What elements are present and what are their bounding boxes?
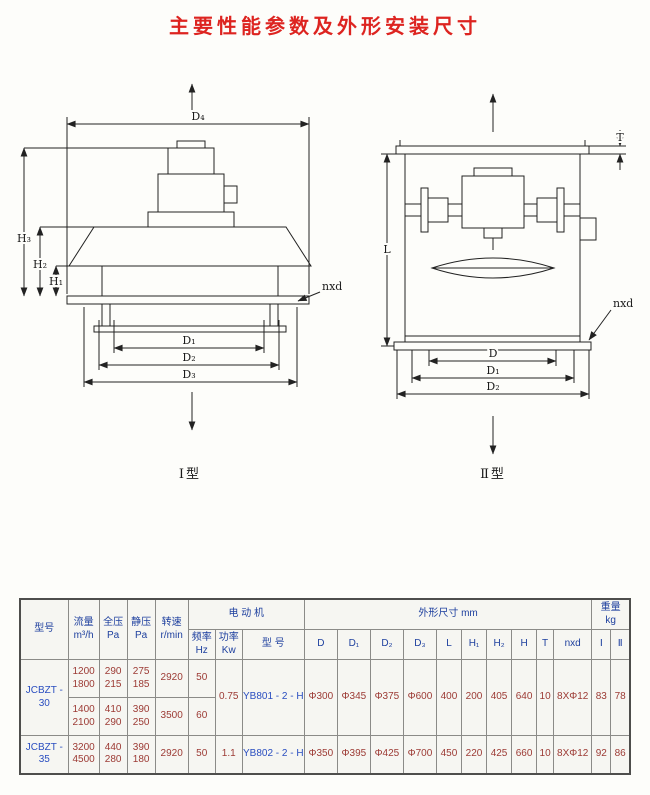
cell-d3: Φ700: [402, 735, 437, 774]
col-header-h1: H₁: [460, 629, 488, 660]
cell-h: 660: [511, 735, 538, 774]
dim-label-d1: D₁: [182, 334, 195, 347]
col-header-flow: 流量 m³/h: [67, 598, 100, 660]
cell-t: 10: [536, 659, 555, 736]
col-header-h: H: [511, 629, 538, 660]
cell-weight-2: 86: [610, 735, 631, 774]
col-header-d3: D₃: [402, 629, 437, 660]
cell-weight-2: 78: [610, 659, 631, 736]
cell-motor-model: YB801 - 2 - H: [241, 659, 305, 736]
figure-type2-drawing: T L D D₁ D₂ nxd Ⅱ型: [381, 93, 635, 482]
table-row-jcbzt30-a: JCBZT - 30 1200 1800 290 215 275 185 292…: [19, 659, 631, 736]
cell-power: 0.75: [214, 659, 243, 736]
cell-speed: 2920: [154, 735, 189, 774]
table-header-row: 频率 Hz 功率 Kw 型 号 D D₁ D₂ D₃ L H₁ H₂ H T n…: [20, 629, 631, 660]
cell-d3: Φ600: [402, 659, 437, 736]
cell-frequency: 50: [187, 659, 216, 698]
dim-label-d: D: [489, 347, 498, 360]
dim-label-d4: D₄: [191, 110, 205, 123]
col-header-d2: D₂: [369, 629, 404, 660]
col-group-motor: 电 动 机: [187, 598, 305, 630]
cell-static-pressure: 390 250: [126, 697, 156, 736]
cell-d1: Φ345: [336, 659, 371, 736]
cell-nxd: 8XΦ12: [553, 659, 593, 736]
cell-weight-1: 92: [591, 735, 612, 774]
col-header-frequency: 频率 Hz: [187, 629, 216, 660]
cell-total-pressure: 440 280: [98, 735, 128, 774]
cell-frequency: 50: [187, 735, 216, 774]
dim-label-h3: H₃: [17, 232, 31, 245]
cell-flow: 1400 2100: [67, 697, 100, 736]
cell-total-pressure: 410 290: [98, 697, 128, 736]
dim-label-d2: D₂: [486, 380, 499, 393]
cell-d: Φ300: [303, 659, 338, 736]
cell-static-pressure: 390 180: [126, 735, 156, 774]
figure-type1-drawing: D₄ H₃ H₂ H₁ D₁ D₂ D₃ nxd Ⅰ型: [15, 83, 344, 482]
col-group-weight: 重量 kg: [591, 598, 631, 630]
spec-table-wrapper: 型号 流量 m³/h 全压 Pa 静压 Pa 转速 r/min 电 动 机 外形…: [19, 598, 631, 775]
dim-label-l: L: [383, 243, 391, 256]
col-header-motor-model: 型 号: [241, 629, 305, 660]
cell-d2: Φ375: [369, 659, 404, 736]
col-group-dimensions: 外形尺寸 mm: [303, 598, 593, 630]
cell-total-pressure: 290 215: [98, 659, 128, 698]
cell-h2: 405: [486, 659, 513, 736]
cell-flow: 3200 4500: [67, 735, 100, 774]
page-title: 主要性能参数及外形安装尺寸: [169, 16, 481, 38]
figure2-caption: Ⅱ型: [480, 467, 506, 482]
cell-d1: Φ395: [336, 735, 371, 774]
cell-h1: 200: [460, 659, 488, 736]
dim-label-d2: D₂: [182, 351, 195, 364]
cell-flow: 1200 1800: [67, 659, 100, 698]
dim-label-h2: H₂: [33, 258, 47, 271]
cell-l: 450: [435, 735, 462, 774]
cell-t: 10: [536, 735, 555, 774]
col-header-d1: D₁: [336, 629, 371, 660]
cell-h1: 220: [460, 735, 488, 774]
col-header-power: 功率 Kw: [214, 629, 243, 660]
dim-label-d3: D₃: [182, 368, 195, 381]
figure1-caption: Ⅰ型: [179, 467, 201, 482]
col-header-weight-2: Ⅱ: [610, 629, 631, 660]
cell-weight-1: 83: [591, 659, 612, 736]
col-header-h2: H₂: [486, 629, 513, 660]
cell-frequency: 60: [187, 697, 216, 736]
col-header-t: T: [536, 629, 555, 660]
cell-speed: 2920: [154, 659, 189, 698]
cell-motor-model: YB802 - 2 - H: [241, 735, 305, 774]
dim-label-h1: H₁: [49, 275, 63, 288]
dim-label-d1: D₁: [486, 364, 499, 377]
cell-power: 1.1: [214, 735, 243, 774]
spec-table: 型号 流量 m³/h 全压 Pa 静压 Pa 转速 r/min 电 动 机 外形…: [19, 598, 631, 775]
col-header-speed: 转速 r/min: [154, 598, 189, 660]
cell-speed: 3500: [154, 697, 189, 736]
dim-label-nxd: nxd: [322, 280, 342, 293]
col-header-d: D: [303, 629, 338, 660]
dim-label-nxd: nxd: [613, 297, 633, 310]
col-header-weight-1: Ⅰ: [591, 629, 612, 660]
cell-model: JCBZT - 35: [19, 735, 69, 774]
cell-d: Φ350: [303, 735, 338, 774]
cell-l: 400: [435, 659, 462, 736]
col-header-l: L: [435, 629, 462, 660]
col-header-nxd: nxd: [553, 629, 593, 660]
cell-h: 640: [511, 659, 538, 736]
cell-d2: Φ425: [369, 735, 404, 774]
type2-outline: [381, 93, 626, 455]
cell-model: JCBZT - 30: [19, 659, 69, 736]
cell-nxd: 8XΦ12: [553, 735, 593, 774]
dim-label-t: T: [616, 131, 624, 144]
col-header-total-pressure: 全压 Pa: [98, 598, 128, 660]
col-header-static-pressure: 静压 Pa: [126, 598, 156, 660]
cell-h2: 425: [486, 735, 513, 774]
type1-labels: D₄ H₃ H₂ H₁ D₁ D₂ D₃ nxd Ⅰ型: [15, 108, 344, 482]
table-header-row: 型号 流量 m³/h 全压 Pa 静压 Pa 转速 r/min 电 动 机 外形…: [19, 598, 631, 660]
type2-labels: T L D D₁ D₂ nxd Ⅱ型: [381, 129, 635, 482]
cell-static-pressure: 275 185: [126, 659, 156, 698]
type1-outline: [20, 83, 321, 431]
col-header-model: 型号: [19, 598, 69, 660]
table-row-jcbzt35: JCBZT - 35 3200 4500 440 280 390 180 292…: [19, 735, 631, 774]
